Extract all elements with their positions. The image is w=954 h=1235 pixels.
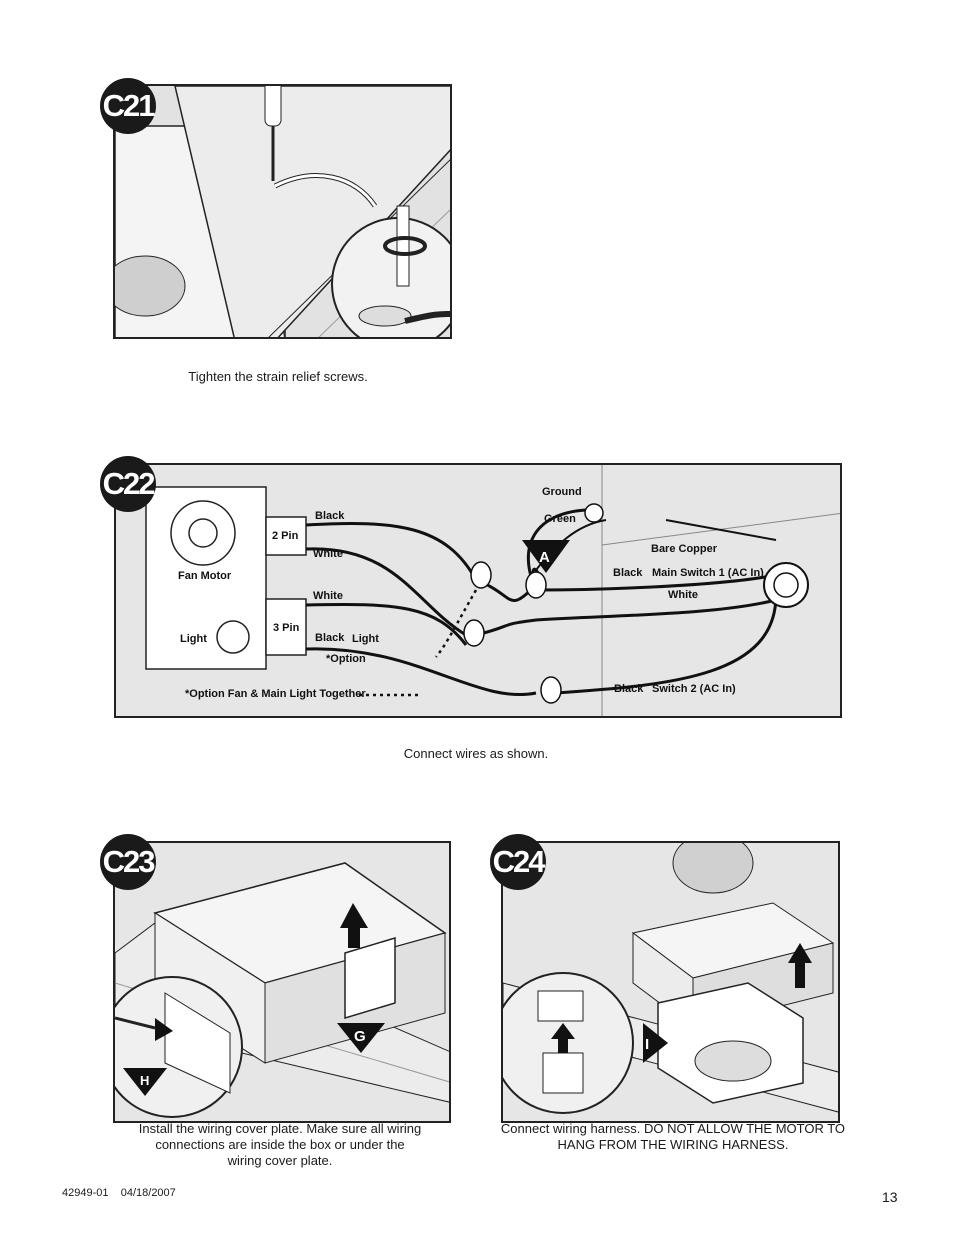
three-pin-label: 3 Pin [273,622,300,634]
wire-label-white: White [313,590,343,602]
c23-illustration: G H [115,843,449,1121]
c21-illustration [115,86,450,337]
switch2-label: Switch 2 (AC In) [652,683,736,695]
footer-doc-info: 42949-01 04/18/2007 [62,1187,176,1199]
light-label: Light [180,633,207,645]
panel-c24: I [501,841,840,1123]
callout-h-marker [123,1068,167,1096]
caption-line: HANG FROM THE WIRING HARNESS. [557,1137,789,1152]
caption-line: Connect wiring harness. DO NOT ALLOW THE… [500,1121,846,1136]
caption-line: wiring cover plate. [227,1153,333,1168]
c22-wiring-diagram: Fan Motor Light 2 Pin 3 Pin Black White … [116,465,840,716]
option-label: *Option [326,653,366,665]
wire-label-white: White [668,589,698,601]
caption-line: connections are inside the box or under … [155,1137,405,1152]
wire-label-black: Black [614,683,644,695]
c23-caption: Install the wiring cover plate. Make sur… [113,1121,447,1169]
doc-date: 04/18/2007 [120,1187,176,1199]
option-note: *Option Fan & Main Light Together [185,688,366,700]
c23-badge: C23 [100,834,156,890]
callout-i-marker [643,1023,668,1063]
panel-c22: Fan Motor Light 2 Pin 3 Pin Black White … [114,463,842,718]
wire-label-black: Black [613,567,643,579]
main-switch-label: Main Switch 1 (AC In) [652,567,764,579]
c21-caption: Tighten the strain relief screws. [188,369,368,384]
page-number: 13 [882,1189,898,1205]
wire-label-black: Black [315,510,345,522]
c22-caption: Connect wires as shown. [403,746,549,761]
wire-label-black: Black [315,632,345,644]
panel-c21 [113,84,452,339]
wire-label-light: Light [352,633,379,645]
two-pin-label: 2 Pin [272,530,299,542]
wire-label-white: White [313,548,343,560]
callout-i: I [645,1036,649,1053]
c21-badge: C21 [100,78,156,134]
caption-line: Install the wiring cover plate. Make sur… [138,1121,422,1136]
panel-c23: G H [113,841,451,1123]
callout-g-marker [337,1023,385,1053]
c24-illustration: I [503,843,838,1121]
green-label: Green [544,513,576,525]
doc-id: 42949-01 [62,1187,109,1199]
bare-copper-label: Bare Copper [651,543,718,555]
callout-g: G [354,1028,366,1045]
c24-caption: Connect wiring harness. DO NOT ALLOW THE… [498,1121,848,1153]
callout-a: A [539,549,550,566]
callout-a-marker [522,540,570,573]
fan-motor-label: Fan Motor [178,570,232,582]
c22-badge: C22 [100,456,156,512]
c24-badge: C24 [490,834,546,890]
ground-label: Ground [542,486,582,498]
callout-h: H [140,1073,149,1088]
